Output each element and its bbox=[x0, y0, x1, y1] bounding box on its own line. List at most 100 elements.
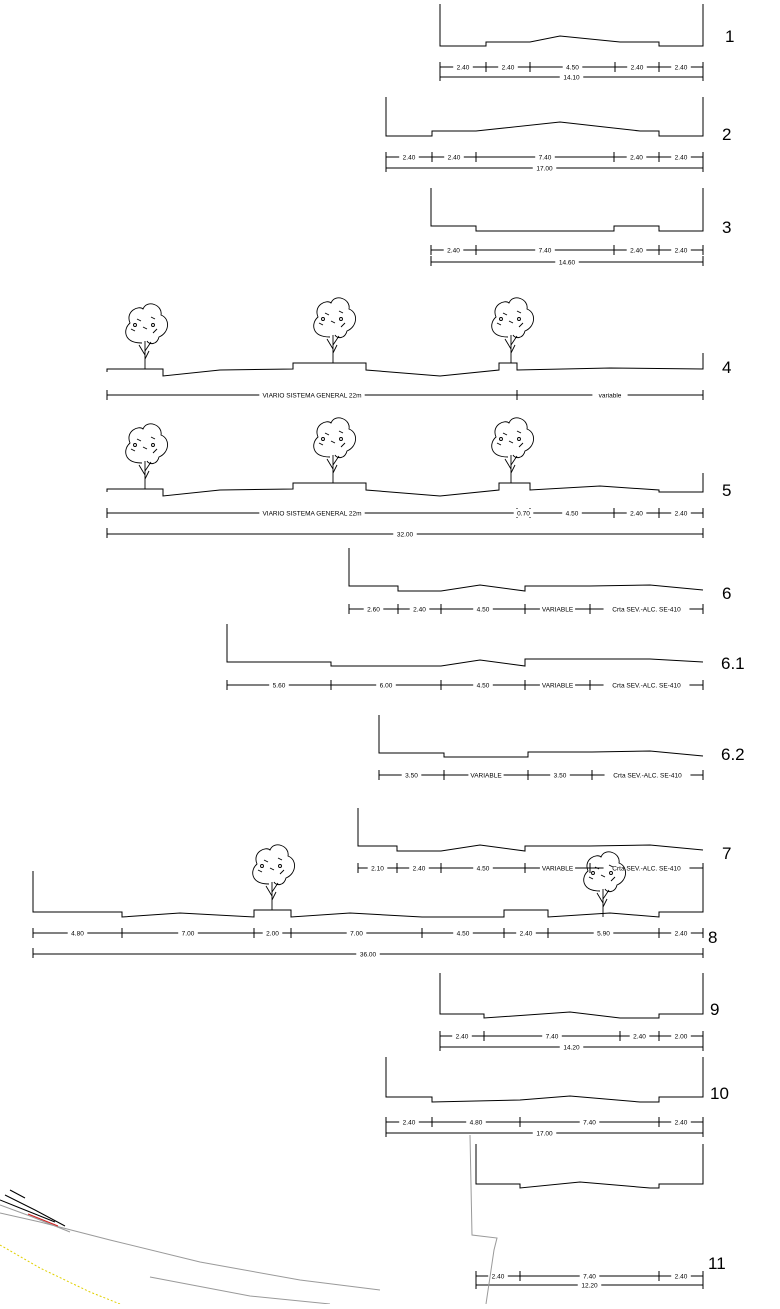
section-s9-dim-label-bg bbox=[671, 1032, 691, 1040]
section-s8-dim-label-bg bbox=[671, 929, 691, 937]
section-s1-dim-label: 2.40 bbox=[457, 64, 470, 71]
section-s62-dim-label-bg bbox=[604, 771, 691, 779]
section-s62-dim-label: 3.50 bbox=[405, 772, 418, 779]
section-s3-dim-label: 2.40 bbox=[447, 247, 460, 254]
section-s62-dim-label-bg bbox=[468, 771, 504, 779]
section-s11-profile bbox=[475, 1144, 704, 1189]
section-s10-dim-label: 4.80 bbox=[470, 1119, 483, 1126]
section-s8-dim-label: 4.50 bbox=[457, 930, 470, 937]
section-s8-dim-label: 5.90 bbox=[597, 930, 610, 937]
tree-icon bbox=[583, 851, 627, 918]
section-s2-dim-label: 2.40 bbox=[630, 154, 643, 161]
section-s1-dim-label-bg bbox=[498, 63, 518, 71]
section-s7-dim-label-bg bbox=[409, 864, 429, 872]
section-s5-total-label: 32.00 bbox=[397, 531, 414, 538]
section-s11-dim-label-bg bbox=[488, 1272, 508, 1280]
section-s10-dim-label-bg bbox=[466, 1118, 486, 1126]
section-s1-dim-label-bg bbox=[562, 63, 583, 71]
map-highlight-yellow bbox=[0, 1244, 121, 1305]
section-s9-dim-label-bg bbox=[452, 1032, 472, 1040]
section-s10-total-label: 17.00 bbox=[536, 1130, 553, 1137]
section-s8-dim-label-bg bbox=[67, 929, 88, 937]
map-road-line bbox=[0, 1204, 71, 1233]
section-s3-dim-label: 2.40 bbox=[675, 247, 688, 254]
map-fragment bbox=[0, 1134, 498, 1305]
section-s6-dim-label-bg bbox=[473, 605, 493, 613]
section-s11-dim-label: 2.40 bbox=[675, 1273, 688, 1280]
section-s3-dim-label: 2.40 bbox=[630, 247, 643, 254]
tree-icon bbox=[313, 297, 357, 364]
section-s8-dim-label-bg bbox=[453, 929, 473, 937]
section-s7-dim-label: 2.10 bbox=[371, 865, 384, 872]
section-s61-dim-label-bg bbox=[603, 681, 690, 689]
section-s6-dim-label: Crta SEV.-ALC. SE-410 bbox=[612, 606, 681, 613]
section-s9-profile bbox=[439, 973, 704, 1019]
section-s10-total-label-bg bbox=[532, 1129, 557, 1137]
section-s2-dim-label: 2.40 bbox=[403, 154, 416, 161]
section-s61-profile bbox=[226, 624, 704, 667]
section-s7-profile bbox=[357, 808, 704, 852]
section-s61-dim-label: 4.50 bbox=[477, 682, 490, 689]
section-s4-dim-label-bg bbox=[592, 391, 628, 399]
section-s5-dim-label-bg bbox=[513, 509, 534, 517]
section-s4-dim-label: variable bbox=[599, 392, 622, 399]
section-s61-dim-label-bg bbox=[269, 681, 289, 689]
section-s61-dim-label-bg bbox=[539, 681, 576, 689]
section-s3-dim-label-bg bbox=[443, 246, 464, 254]
section-s7-dim-label: 4.50 bbox=[477, 865, 490, 872]
section-s10-dim-label-bg bbox=[579, 1118, 600, 1126]
section-s9-dim-label: 2.00 bbox=[675, 1033, 688, 1040]
section-s7-dim-label-bg bbox=[473, 864, 493, 872]
section-s2-dim-label-bg bbox=[626, 153, 647, 161]
section-s6-dim-label-bg bbox=[363, 605, 384, 613]
section-s9-dim-label: 2.40 bbox=[633, 1033, 646, 1040]
section-s2-dim-label-bg bbox=[399, 153, 419, 161]
section-s3-dim-label-bg bbox=[671, 246, 691, 254]
section-s6-dim-label-bg bbox=[539, 605, 576, 613]
section-s3-number: 3 bbox=[722, 218, 731, 237]
section-s9-dim-label: 7.40 bbox=[546, 1033, 559, 1040]
section-s9-dim-label-bg bbox=[629, 1032, 650, 1040]
section-s6-dim-label-bg bbox=[603, 605, 690, 613]
section-s7-dim-label: Crta SEV.-ALC. SE-410 bbox=[612, 865, 681, 872]
section-s2-dim-label: 2.40 bbox=[448, 154, 461, 161]
section-s1-dim-label-bg bbox=[627, 63, 647, 71]
section-s10-dim-label-bg bbox=[671, 1118, 691, 1126]
section-s6-profile bbox=[348, 548, 704, 592]
section-s4-number: 4 bbox=[722, 358, 731, 377]
section-s2-dim-label-bg bbox=[671, 153, 691, 161]
section-s9-total-label-bg bbox=[559, 1043, 584, 1051]
tree-icon bbox=[491, 297, 535, 364]
tree-icon bbox=[125, 423, 169, 490]
section-s5-dim-label: 4.50 bbox=[566, 510, 579, 517]
section-s5-dim-label: 2.40 bbox=[675, 510, 688, 517]
section-s10-dim-label: 7.40 bbox=[583, 1119, 596, 1126]
tree-icon bbox=[491, 417, 535, 484]
section-s7-number: 7 bbox=[722, 844, 731, 863]
section-s10-profile bbox=[385, 1057, 704, 1103]
section-s7-dim-label-bg bbox=[603, 864, 690, 872]
section-s8-dim-label: 2.00 bbox=[266, 930, 279, 937]
section-s8-dim-label-bg bbox=[346, 929, 367, 937]
section-s2-dim-label: 7.40 bbox=[539, 154, 552, 161]
section-s5-dim-label: 0.70 bbox=[517, 510, 530, 517]
section-s62-dim-label-bg bbox=[550, 771, 570, 779]
section-s2-number: 2 bbox=[722, 125, 731, 144]
section-s9-number: 9 bbox=[710, 1000, 719, 1019]
section-s8-dim-label: 7.00 bbox=[182, 930, 195, 937]
section-s11-dim-label-bg bbox=[671, 1272, 691, 1280]
section-s8-number: 8 bbox=[708, 928, 717, 947]
section-s11-total-label: 12.20 bbox=[581, 1282, 598, 1289]
section-s10-dim-label: 2.40 bbox=[403, 1119, 416, 1126]
section-s1-dim-label: 2.40 bbox=[631, 64, 644, 71]
section-s7-dim-label-bg bbox=[367, 864, 388, 872]
section-s1-dim-label-bg bbox=[453, 63, 473, 71]
section-s61-dim-label-bg bbox=[376, 681, 396, 689]
section-s3-total-label: 14.60 bbox=[559, 259, 576, 266]
